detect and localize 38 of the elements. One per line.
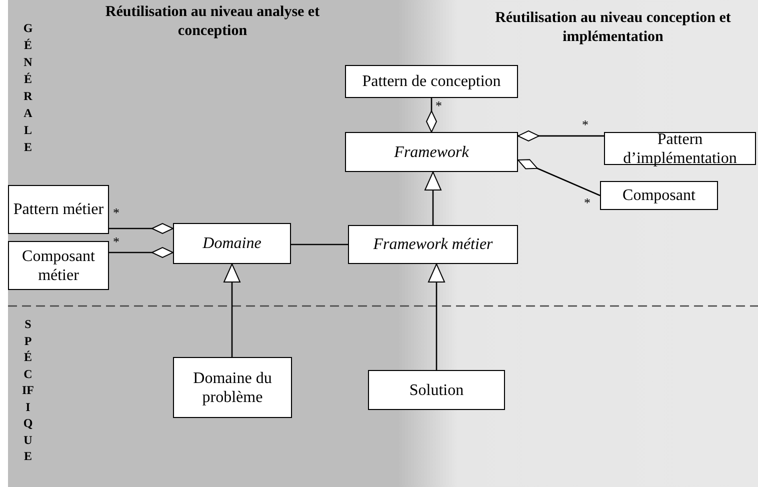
row-heading: GÉNÉRALE (22, 20, 34, 156)
class-name: Composant (622, 186, 696, 205)
class-name: Domaine (202, 234, 262, 253)
class-box (604, 132, 756, 165)
association-line (291, 244, 348, 246)
aggregation-line (426, 98, 437, 132)
class-box (368, 370, 505, 410)
class-name: Pattern métier (13, 200, 104, 219)
class-name: Domaine du problème (192, 368, 273, 406)
multiplicity-label: * (436, 99, 442, 113)
inheritance-arrow (224, 264, 240, 357)
class-box (345, 132, 518, 172)
class-name: Framework (394, 142, 469, 162)
inheritance-arrow (424, 172, 442, 225)
inheritance-arrow (428, 264, 445, 370)
aggregation-line (518, 130, 604, 142)
class-box (600, 181, 718, 210)
multiplicity-label: * (113, 234, 120, 248)
class-box (345, 65, 518, 98)
class-box (173, 357, 292, 418)
multiplicity-label: * (584, 196, 590, 210)
column-heading: Réutilisation au niveau analyse et conception (104, 3, 321, 41)
class-box (8, 185, 109, 234)
multiplicity-label: * (113, 206, 120, 220)
aggregation-line (109, 247, 174, 258)
class-box (348, 225, 518, 264)
class-name: Pattern de conception (362, 72, 501, 91)
class-name: Solution (409, 380, 464, 400)
class-box (173, 223, 291, 264)
class-name: Pattern d’implémentation (622, 130, 738, 168)
row-heading: SPÉCIFIQUE (22, 316, 34, 464)
class-box (8, 241, 109, 290)
class-name: Framework métier (373, 235, 493, 254)
column-heading: Réutilisation au niveau conception et implémentation (494, 9, 732, 47)
multiplicity-label: * (582, 118, 588, 132)
class-name: Composant métier (21, 246, 96, 284)
aggregation-line (518, 159, 600, 196)
aggregation-line (109, 223, 174, 234)
